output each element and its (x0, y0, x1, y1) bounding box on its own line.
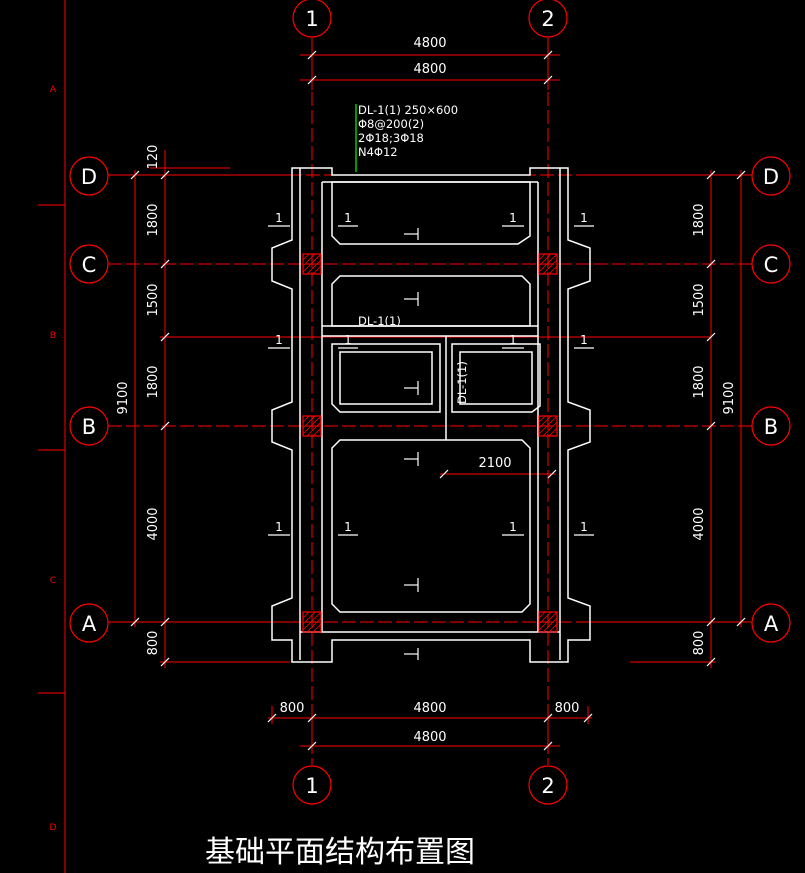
axis-label-a-left: A (82, 612, 97, 636)
dim-bottom-left-ext: 800 (280, 701, 305, 716)
axis-label-1-top: 1 (305, 7, 318, 31)
dim-inner-2100: 2100 (478, 456, 511, 471)
section-mark: 1 (275, 520, 283, 534)
beam-label-vertical: DL-1(1) (455, 361, 469, 404)
dimension-lines (120, 50, 752, 752)
dim-left-c-mid: 1500 (146, 283, 161, 316)
dim-right-bottom: 800 (692, 631, 707, 656)
dim-top-axis: 4800 (413, 62, 446, 77)
axis-label-a-right: A (764, 612, 779, 636)
dim-left-bottom: 800 (146, 631, 161, 656)
dim-bottom-axis: 4800 (413, 730, 446, 745)
callout-line-1: DL-1(1) 250×600 (358, 103, 458, 117)
dim-right-mid-b: 1800 (692, 365, 707, 398)
axis-label-c-left: C (82, 253, 97, 277)
column-c1 (302, 253, 322, 275)
dim-bottom-right-ext: 800 (555, 701, 580, 716)
column-a1 (302, 611, 322, 633)
section-mark: 1 (344, 520, 352, 534)
axis-bubble-1-bottom (292, 765, 332, 805)
callout-line-2: Φ8@200(2) (358, 117, 424, 131)
axis-bubble-c-right (751, 244, 791, 284)
axis-bubble-2-top (528, 0, 568, 38)
bay-outlines (322, 181, 541, 613)
axis-label-d-right: D (763, 165, 779, 189)
section-mark: 1 (509, 333, 517, 347)
axis-label-1-bottom: 1 (305, 774, 318, 798)
dim-bottom-mid: 4800 (413, 701, 446, 716)
section-mark: 1 (344, 333, 352, 347)
section-mark: 1 (275, 211, 283, 225)
section-mark: 1 (580, 520, 588, 534)
section-mark: 1 (509, 520, 517, 534)
column-a2 (538, 611, 558, 633)
dim-right-c-mid: 1500 (692, 283, 707, 316)
dim-right-dc: 1800 (692, 203, 707, 236)
section-mark: 1 (580, 211, 588, 225)
axis-bubble-b-left (69, 406, 109, 446)
callout-line-3: 2Φ18;3Φ18 (358, 131, 424, 145)
axis-lines (108, 38, 752, 765)
margin-mark-b: B (50, 331, 56, 341)
axis-bubble-2-bottom (528, 765, 568, 805)
axis-label-2-top: 2 (541, 7, 554, 31)
axis-bubble-b-right (751, 406, 791, 446)
axis-bubble-d-left (69, 156, 109, 196)
dimension-ticks (130, 50, 746, 751)
dim-left-top: 120 (146, 145, 161, 170)
margin-frame (38, 0, 66, 873)
dim-right-total: 9100 (722, 381, 737, 414)
axis-bubble-a-left (69, 603, 109, 643)
margin-mark-d: D (50, 823, 57, 833)
column-b1 (302, 415, 322, 437)
axis-bubble-c-left (69, 244, 109, 284)
axis-label-2-bottom: 2 (541, 774, 554, 798)
dim-left-total: 9100 (116, 381, 131, 414)
axis-label-c-right: C (764, 253, 779, 277)
column-b2 (538, 415, 558, 437)
axis-label-b-left: B (82, 415, 96, 439)
dim-left-dc: 1800 (146, 203, 161, 236)
callout-line-4: N4Φ12 (358, 145, 398, 159)
dim-left-mid-b: 1800 (146, 365, 161, 398)
beam-label-horizontal: DL-1(1) (358, 314, 401, 328)
columns (302, 253, 558, 633)
section-mark: 1 (275, 333, 283, 347)
section-mark: 1 (509, 211, 517, 225)
axis-bubble-d-right (751, 156, 791, 196)
footing-outline (271, 167, 591, 663)
dim-top-overall: 4800 (413, 36, 446, 51)
axis-bubble-1-top (292, 0, 332, 38)
section-mark: 1 (580, 333, 588, 347)
section-mark: 1 (344, 211, 352, 225)
margin-mark-c: C (50, 576, 56, 586)
axis-bubble-a-right (751, 603, 791, 643)
axis-label-b-right: B (764, 415, 778, 439)
drawing-title: 基础平面结构布置图 (205, 835, 475, 870)
section-mark-lines (268, 225, 594, 660)
dim-left-ba: 4000 (146, 507, 161, 540)
dim-right-ba: 4000 (692, 507, 707, 540)
column-c2 (538, 253, 558, 275)
axis-label-d-left: D (81, 165, 97, 189)
margin-mark-a: A (50, 85, 57, 95)
